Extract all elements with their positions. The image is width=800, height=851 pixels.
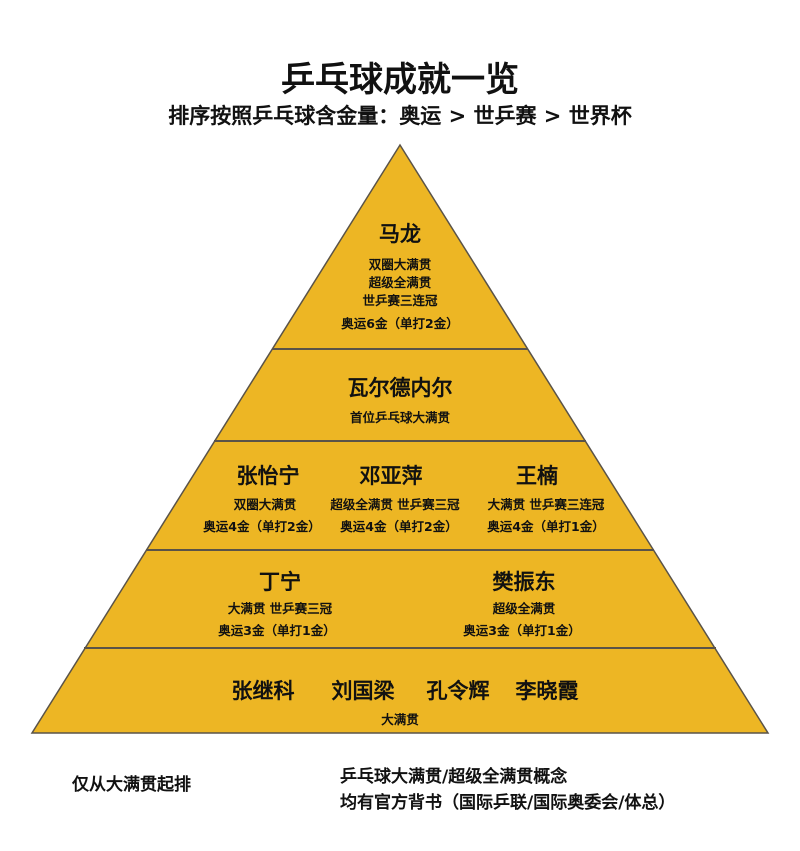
tier2-line: 首位乒乓球大满贯 (349, 410, 451, 425)
footer-right-note: 均有官方背书（国际乒联/国际奥委会/体总） (340, 793, 676, 813)
tier4-line: 奥运3金（单打1金） (463, 623, 581, 638)
tier3-line: 奥运4金（单打2金） (203, 519, 321, 534)
tier4-name: 樊振东 (492, 570, 556, 594)
pyramid-shape (30, 143, 770, 734)
footer-left-note: 仅从大满贯起排 (72, 775, 191, 795)
tier5-name: 刘国梁 (331, 679, 395, 703)
page-subtitle: 排序按照乒乓球含金量：奥运 > 世乒赛 > 世界杯 (168, 104, 632, 128)
tier4-name: 丁宁 (259, 570, 301, 594)
footer-right-note: 乒乓球大满贯/超级全满贯概念 (340, 767, 568, 787)
tier3-name: 张怡宁 (236, 464, 300, 488)
tier1-line: 奥运6金（单打2金） (341, 316, 459, 331)
tier5-name: 孔令辉 (426, 679, 490, 703)
tier1-line: 双圈大满贯 (368, 257, 432, 272)
tier4-line: 超级全满贯 (492, 601, 556, 616)
tier3-line: 双圈大满贯 (233, 497, 297, 512)
tier1-line: 超级全满贯 (368, 275, 432, 290)
tier5-line: 大满贯 (381, 712, 419, 727)
page-title: 乒乓球成就一览 (281, 60, 519, 100)
tier3-line: 奥运4金（单打2金） (340, 519, 458, 534)
tier3-name: 邓亚萍 (359, 464, 423, 488)
tier2-name: 瓦尔德内尔 (347, 376, 453, 400)
tier5-name: 李晓霞 (515, 679, 579, 703)
tier3-name: 王楠 (516, 464, 558, 488)
tier4-line: 奥运3金（单打1金） (218, 623, 336, 638)
tier1-line: 世乒赛三连冠 (362, 293, 438, 308)
tier5-name: 张继科 (231, 679, 295, 703)
tier1-name: 马龙 (379, 222, 421, 246)
tier3-line: 超级全满贯 世乒赛三冠 (330, 497, 460, 512)
tier3-line: 大满贯 世乒赛三连冠 (487, 497, 605, 512)
tier3-line: 奥运4金（单打1金） (487, 519, 605, 534)
tier4-line: 大满贯 世乒赛三冠 (227, 601, 333, 616)
